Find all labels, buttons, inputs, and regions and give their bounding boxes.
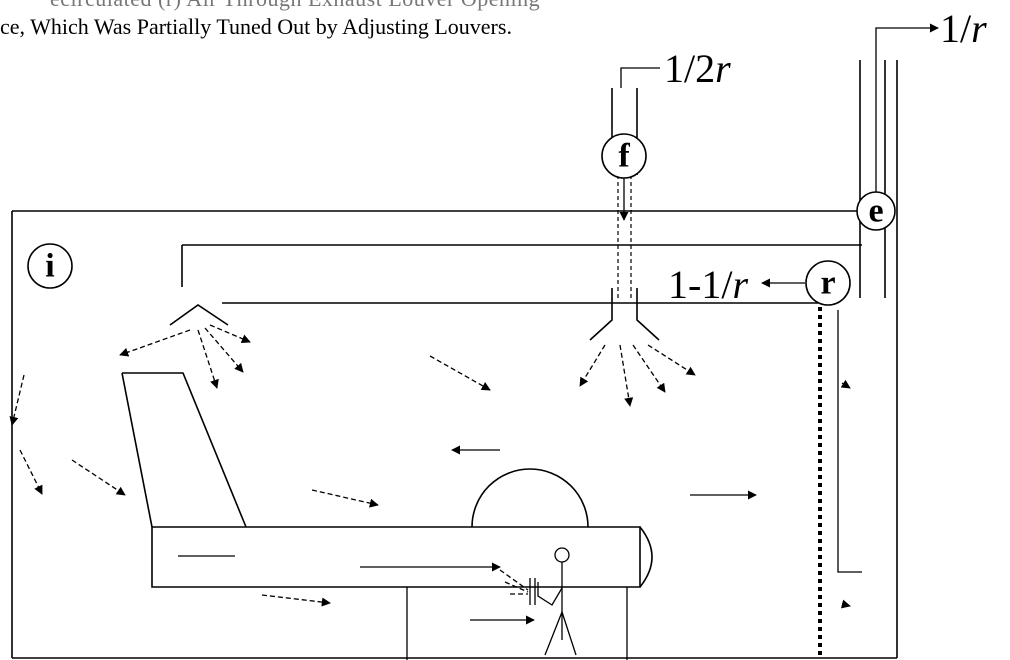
node-f: f	[601, 133, 647, 179]
node-i-label: i	[45, 248, 54, 285]
node-i: i	[27, 243, 73, 289]
node-f-label: f	[618, 138, 630, 175]
caption-cut-line: ecirculated (r) Air Through Exhaust Louv…	[50, 0, 540, 12]
node-e-label: e	[868, 193, 883, 230]
recirculated-fraction-label: 1-1/r	[668, 262, 748, 307]
node-e: e	[856, 191, 896, 231]
caption-line: ce, Which Was Partially Tuned Out by Adj…	[0, 14, 512, 39]
airflow-arrows	[9, 324, 851, 625]
room-walls	[11, 210, 866, 659]
exhaust-stack	[761, 23, 939, 659]
figure-caption: ecirculated (r) Air Through Exhaust Louv…	[0, 0, 1010, 60]
worker-figure	[499, 547, 577, 656]
node-r-label: r	[820, 265, 835, 302]
node-r: r	[805, 260, 851, 306]
exhaust-fraction-label: 1/r	[940, 6, 987, 51]
ductwork	[169, 67, 862, 341]
fresh-air-fraction-label: 1/2r	[664, 46, 731, 91]
aircraft	[121, 372, 653, 660]
